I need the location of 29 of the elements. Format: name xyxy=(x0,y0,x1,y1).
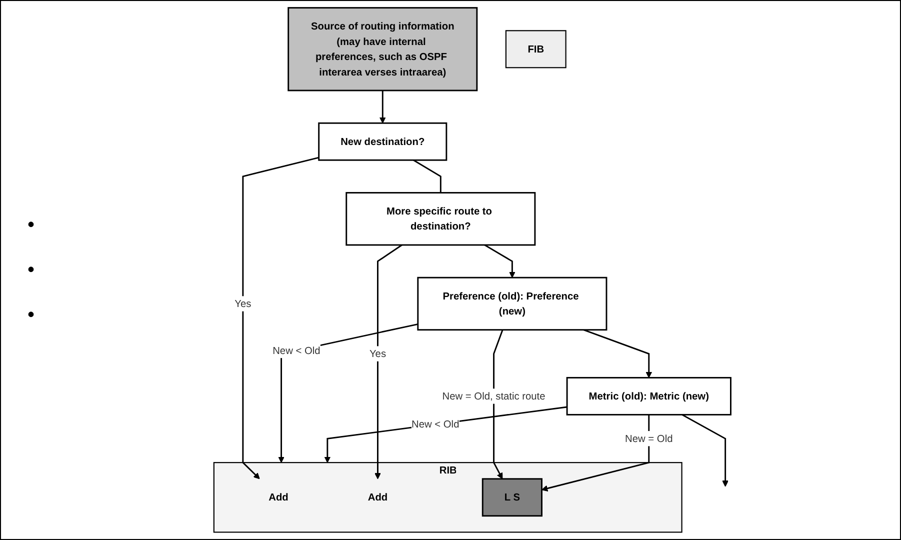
edge-label: Yes xyxy=(369,348,386,360)
node-box: Source of routing information (may have internal preferences, such as OSPF interarea verses intraarea) xyxy=(288,7,478,92)
node-text: Add xyxy=(268,491,288,503)
edge-label: New = Old xyxy=(625,432,673,444)
ellipsis-dot: • xyxy=(27,304,34,326)
node-box: FIB xyxy=(505,30,566,68)
node-text: Add xyxy=(368,491,388,503)
arrow xyxy=(379,90,386,124)
node-box: More specific route to destination? xyxy=(346,192,536,246)
node-box: Preference (old): Preference (new) xyxy=(417,276,608,331)
arrow xyxy=(484,244,516,278)
ellipsis-dot: • xyxy=(27,214,34,236)
arrow xyxy=(374,244,402,480)
arrow xyxy=(493,330,504,480)
node-box: New destination? xyxy=(318,122,448,161)
node-box: L S xyxy=(482,478,542,517)
arrow xyxy=(682,414,728,487)
arrow xyxy=(583,329,652,378)
arrow xyxy=(278,323,418,463)
arrow xyxy=(541,414,650,492)
connector xyxy=(413,160,442,193)
node-box: Metric (old): Metric (new) xyxy=(566,376,732,416)
edge-label: New < Old xyxy=(412,418,460,430)
edge-label: Yes xyxy=(234,298,252,310)
arrow xyxy=(242,156,320,480)
edge-label: New = Old, static route xyxy=(442,390,546,402)
arrow xyxy=(324,406,568,463)
ellipsis-dot: • xyxy=(27,258,34,282)
edge-label: New < Old xyxy=(272,344,320,356)
